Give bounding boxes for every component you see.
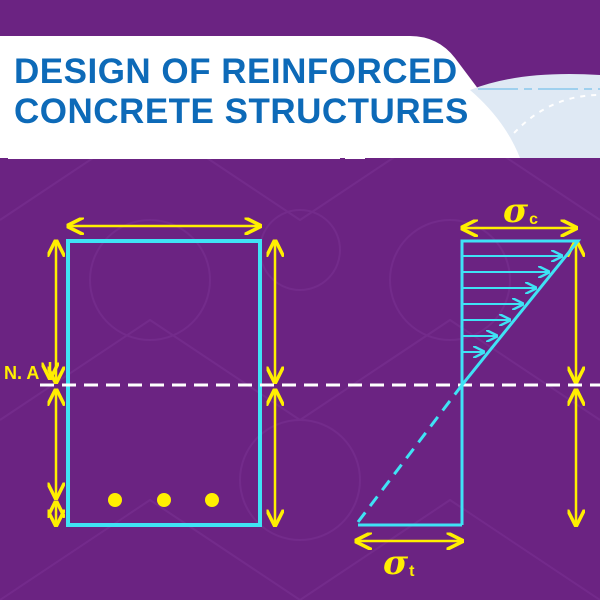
- title-line-2: CONCRETE STRUCTURES: [14, 92, 469, 131]
- stress-distribution: [356, 239, 582, 527]
- sigma-t-label: σt: [383, 546, 414, 589]
- beam-cross-section: [66, 239, 262, 527]
- title-line-1: DESIGN OF REINFORCED: [14, 52, 458, 91]
- banner-shape: [0, 36, 600, 158]
- page-title: DESIGN OF REINFORCED CONCRETE STRUCTURES: [14, 52, 469, 132]
- sigma-c-label: σc: [503, 194, 538, 237]
- rebar-dot: [108, 493, 122, 507]
- tension-zone-dashed: [356, 384, 464, 523]
- banner-accent-curve: [499, 94, 600, 151]
- rebar-dot: [205, 493, 219, 507]
- banner-accent-shape: [470, 74, 600, 158]
- sigma-t-symbol: σ: [383, 543, 409, 583]
- compression-stress-arrows: [462, 256, 562, 352]
- sigma-c-subscript: c: [529, 211, 538, 228]
- compression-zone-outline: [460, 239, 582, 525]
- rebar-dot: [157, 493, 171, 507]
- title-banner: [0, 36, 600, 159]
- neutral-axis-label: N. A: [4, 363, 40, 383]
- beam-section-outline: [66, 239, 262, 527]
- sigma-t-subscript: t: [409, 563, 415, 580]
- dimension-arrows: [50, 226, 576, 541]
- sigma-c-symbol: σ: [503, 191, 529, 231]
